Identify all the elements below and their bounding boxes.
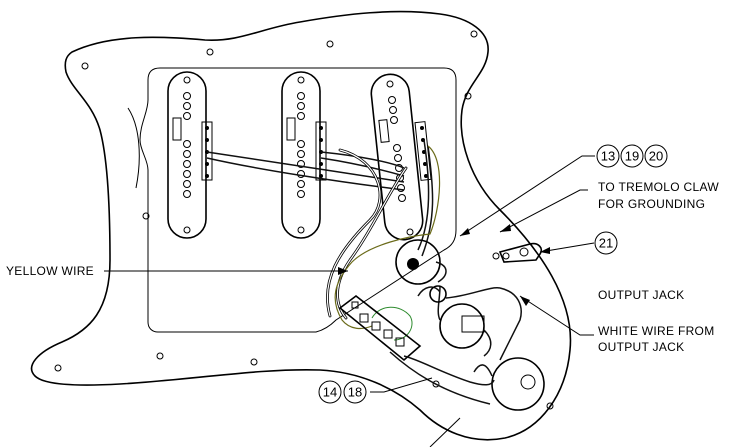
arrowheads xyxy=(338,224,550,306)
yellow-wire xyxy=(334,145,441,330)
callout-14-18: 14 18 xyxy=(318,380,367,404)
screw-hole xyxy=(81,62,89,70)
selector-switch xyxy=(338,294,422,362)
volume-pot xyxy=(395,239,447,285)
middle-pickup xyxy=(281,71,327,239)
screw-hole xyxy=(156,352,164,360)
callout-18: 18 xyxy=(348,385,362,400)
screw-hole xyxy=(464,92,472,100)
tremolo-claw-label-2: FOR GROUNDING xyxy=(598,197,705,211)
yellow-wire-label: YELLOW WIRE xyxy=(6,264,94,278)
screw-hole xyxy=(470,30,478,38)
screw-hole xyxy=(142,212,150,220)
screw-hole xyxy=(250,358,258,366)
arrowhead xyxy=(520,296,530,306)
leader-lines xyxy=(104,155,595,447)
screw-hole xyxy=(546,402,554,410)
arrowhead xyxy=(500,224,511,232)
pickup-wires xyxy=(206,139,434,320)
pickup-cavity xyxy=(139,67,457,333)
callout-13-19-20: 13 19 20 xyxy=(596,144,668,168)
callout-19: 19 xyxy=(625,149,639,164)
tone-pot-2 xyxy=(473,357,545,411)
callout-14: 14 xyxy=(323,385,337,400)
white-wire-label-2: OUTPUT JACK xyxy=(598,340,684,354)
screw-holes xyxy=(54,30,554,410)
arrowhead xyxy=(338,267,348,275)
white-wire-label-1: WHITE WIRE FROM xyxy=(598,324,714,338)
screw-hole xyxy=(432,380,440,388)
green-wire xyxy=(371,306,413,341)
output-jack-label: OUTPUT JACK xyxy=(598,288,684,302)
control-wires xyxy=(389,285,522,405)
screw-hole xyxy=(492,252,500,260)
arrowhead xyxy=(460,228,470,236)
neck-pickup xyxy=(167,71,213,239)
callout-21: 21 xyxy=(594,231,618,255)
screw-hole xyxy=(54,364,62,372)
neck-pocket-curve xyxy=(127,107,140,189)
tone-pot-1 xyxy=(439,303,492,357)
screw-hole xyxy=(206,48,214,56)
arrowhead xyxy=(540,247,550,254)
callout-20: 20 xyxy=(649,149,663,164)
callout-13: 13 xyxy=(601,149,615,164)
callout-21-text: 21 xyxy=(599,236,613,251)
tremolo-claw-label-1: TO TREMOLO CLAW xyxy=(598,180,719,194)
pickguard-outline xyxy=(30,10,572,441)
screw-hole xyxy=(326,40,334,48)
ground-lug xyxy=(498,242,543,263)
